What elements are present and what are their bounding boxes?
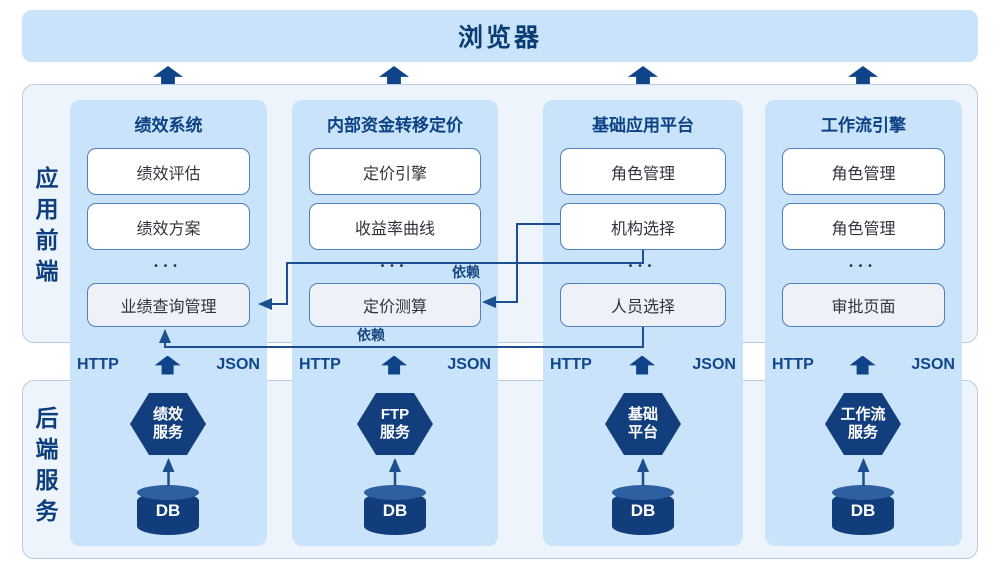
module-box-feature: 审批页面 [782,283,945,327]
http-json-row: HTTP JSON [70,352,267,378]
db-cap [612,485,674,500]
module-box: 角色管理 [782,203,945,250]
dependency-label: 依赖 [357,327,385,343]
http-label: HTTP [550,356,592,373]
service-hexagon: 工作流 服务 [825,393,901,455]
column-title: 工作流引擎 [821,116,906,135]
http-json-row: HTTP JSON [543,352,743,378]
database-cylinder: DB [612,485,674,535]
service-name-line2: 服务 [847,424,878,441]
db-label: DB [155,501,181,520]
http-label: HTTP [299,356,341,373]
json-label: JSON [692,356,736,373]
backend-section-label: 后端服务 [32,406,58,530]
ellipsis: ••• [154,261,183,272]
module-box: 收益率曲线 [309,203,481,250]
column-workflow-engine: 工作流引擎 角色管理 角色管理 ••• 审批页面 HTTP JSON 工作流 服… [765,100,962,546]
service-name-line1: 工作流 [840,406,886,423]
service-hexagon: 基础 平台 [605,393,681,455]
module-box-feature: 定价测算 [309,283,481,327]
http-label: HTTP [77,356,119,373]
db-cap [364,485,426,500]
json-label: JSON [216,356,260,373]
service-name-line1: 绩效 [152,406,183,423]
column-performance-system: 绩效系统 绩效评估 绩效方案 ••• 业绩查询管理 HTTP JSON 绩效 服… [70,100,267,546]
column-title: 内部资金转移定价 [327,116,463,135]
up-arrow-icon [629,355,656,375]
column-title: 基础应用平台 [592,116,694,135]
db-label: DB [850,501,876,520]
service-hexagon: 绩效 服务 [130,393,206,455]
module-box: 角色管理 [782,148,945,195]
json-label: JSON [447,356,491,373]
db-label: DB [630,501,656,520]
browser-bar: 浏览器 [22,10,978,62]
db-label: DB [382,501,408,520]
db-cap [137,485,199,500]
frontend-section-label: 应用前端 [32,166,58,290]
service-name-line2: 平台 [627,424,658,441]
module-box: 角色管理 [560,148,726,195]
column-base-platform: 基础应用平台 角色管理 机构选择 ••• 人员选择 HTTP JSON 基础 平… [543,100,743,546]
database-cylinder: DB [364,485,426,535]
http-json-row: HTTP JSON [292,352,498,378]
module-box: 机构选择 [560,203,726,250]
ellipsis: ••• [849,261,878,272]
module-box: 定价引擎 [309,148,481,195]
service-name-line1: FTP [380,406,410,423]
http-json-row: HTTP JSON [765,352,962,378]
db-cap [832,485,894,500]
http-label: HTTP [772,356,814,373]
module-box: 绩效方案 [87,203,250,250]
browser-label: 浏览器 [457,24,542,52]
module-box-feature: 业绩查询管理 [87,283,250,327]
service-name-line2: 服务 [152,424,183,441]
database-cylinder: DB [137,485,199,535]
dependency-label: 依赖 [452,264,480,280]
database-cylinder: DB [832,485,894,535]
up-arrow-icon [381,355,408,375]
json-label: JSON [911,356,955,373]
service-name-line2: 服务 [379,424,410,441]
column-ftp-pricing: 内部资金转移定价 定价引擎 收益率曲线 ••• 定价测算 HTTP JSON F… [292,100,498,546]
up-arrow-icon [849,355,876,375]
service-name-line1: 基础 [627,406,658,423]
up-arrow-icon [154,355,181,375]
module-box-feature: 人员选择 [560,283,726,327]
module-box: 绩效评估 [87,148,250,195]
column-title: 绩效系统 [134,116,203,135]
service-hexagon: FTP 服务 [357,393,433,455]
ellipsis: ••• [628,261,658,272]
